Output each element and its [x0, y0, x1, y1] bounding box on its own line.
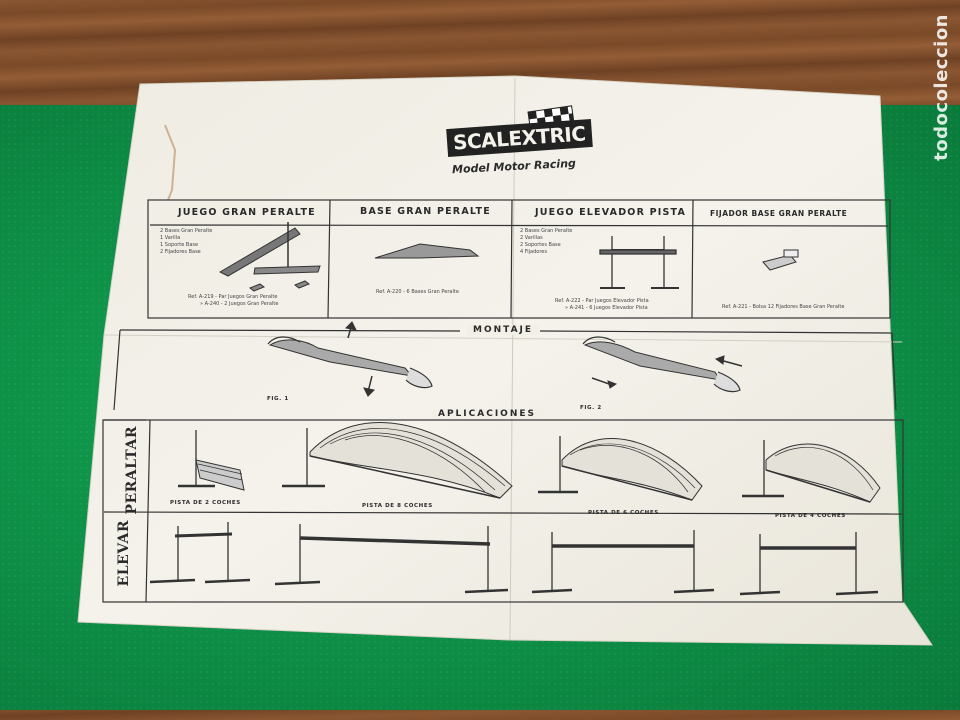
- elevar-2-coches-illustration: [149, 522, 251, 584]
- contents-line: 2 Bases Gran Peralte: [520, 228, 573, 234]
- product-title-juego-elevador-pista: JUEGO ELEVADOR PISTA: [535, 207, 687, 218]
- montaje-fig1-illustration: [267, 321, 433, 397]
- caption-2-coches: PISTA DE 2 COCHES: [170, 500, 241, 506]
- contents-line: 2 Soportes Base: [520, 242, 561, 248]
- peraltar-2-coches-illustration: [178, 430, 245, 491]
- fig2-label: FIG. 2: [580, 405, 602, 411]
- product-title-fijador-base: FIJADOR BASE GRAN PERALTE: [710, 209, 848, 218]
- montaje-title: MONTAJE: [467, 325, 540, 335]
- contents-line: 2 Varillas: [520, 235, 543, 241]
- contents-line: 2 Fijadores Base: [160, 249, 201, 255]
- contents-line: 1 Soporte Base: [160, 242, 199, 248]
- aplicaciones-title: APLICACIONES: [432, 409, 542, 419]
- contents-line: 4 Fijadores: [520, 249, 547, 255]
- ref-line: Ref. A-219 - Par Juegos Gran Peralte: [188, 294, 278, 300]
- caption-4-coches: PISTA DE 4 COCHES: [775, 513, 846, 519]
- caption-6-coches: PISTA DE 6 COCHES: [588, 510, 659, 516]
- ref-line: » A-241 - 6 Juegos Elevador Pista: [565, 305, 648, 311]
- fig1-label: FIG. 1: [267, 396, 289, 402]
- contents-line: 2 Bases Gran Peralte: [160, 228, 213, 234]
- gran-peralte-illustration: [218, 222, 321, 292]
- ref-line: Ref. A-222 - Par Juegos Elevador Pista: [555, 298, 649, 304]
- fijador-illustration: [762, 249, 799, 271]
- peraltar-6-coches-illustration: [538, 436, 703, 501]
- ref-line: Ref. A-220 - 6 Bases Gran Peralte: [376, 289, 459, 295]
- contents-line: 1 Varilla: [160, 235, 181, 241]
- product-title-juego-gran-peralte: JUEGO GRAN PERALTE: [178, 207, 316, 218]
- ref-line: » A-240 - 2 Juegos Gran Peralte: [200, 301, 279, 307]
- elevar-6-coches-illustration: [531, 530, 715, 594]
- elevar-4-coches-illustration: [739, 532, 879, 596]
- row-label-elevar: ELEVAR: [116, 520, 132, 587]
- elevar-8-coches-illustration: [274, 524, 509, 594]
- ref-line: Ref. A-221 - Bolsa 12 Fijadores Base Gra…: [722, 304, 845, 310]
- row-label-peraltar: PERALTAR: [124, 426, 140, 515]
- elevador-pista-illustration: [599, 236, 679, 289]
- caption-8-coches: PISTA DE 8 COCHES: [362, 503, 433, 509]
- montaje-fig2-illustration: [582, 336, 743, 393]
- base-gran-peralte-illustration: [374, 243, 480, 259]
- peraltar-4-coches-illustration: [742, 440, 881, 503]
- product-title-base-gran-peralte: BASE GRAN PERALTE: [360, 206, 491, 217]
- peraltar-8-coches-illustration: [282, 422, 513, 499]
